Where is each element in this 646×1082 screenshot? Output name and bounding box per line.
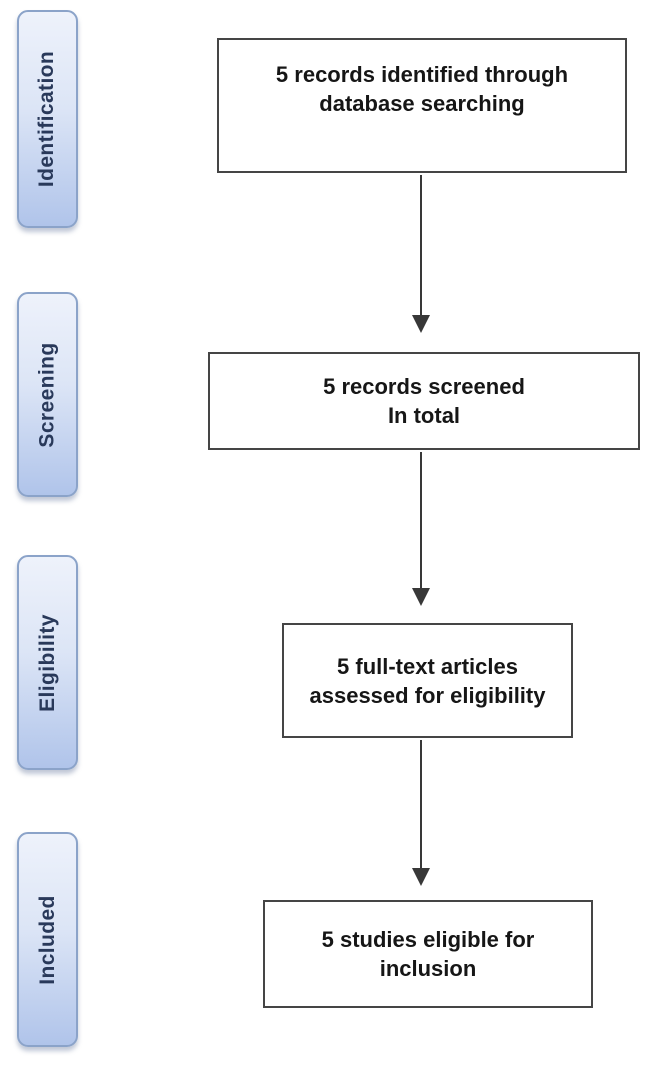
stage-identification: Identification bbox=[17, 10, 78, 228]
flow-arrow-2-head bbox=[412, 588, 430, 606]
box-fulltext-assessed-line1: 5 full-text articles bbox=[337, 653, 518, 679]
box-records-screened: 5 records screened In total bbox=[208, 352, 640, 450]
stage-identification-label: Identification bbox=[35, 50, 59, 188]
stage-eligibility-label: Eligibility bbox=[35, 613, 59, 712]
box-fulltext-assessed: 5 full-text articles assessed for eligib… bbox=[282, 623, 573, 738]
flow-arrow-3-line bbox=[420, 740, 422, 868]
box-records-screened-line1: 5 records screened bbox=[323, 374, 525, 399]
box-studies-included-line1: 5 studies eligible for bbox=[321, 927, 535, 952]
stage-eligibility: Eligibility bbox=[17, 555, 78, 770]
stage-screening: Screening bbox=[17, 292, 78, 497]
flow-arrow-2-line bbox=[420, 452, 422, 588]
box-records-screened-line2: In total bbox=[387, 403, 461, 428]
box-records-identified-line1: 5 records identified through bbox=[275, 62, 569, 87]
stage-screening-label: Screening bbox=[35, 341, 59, 448]
box-studies-included-line2: inclusion bbox=[379, 956, 477, 981]
flow-arrow-1-line bbox=[420, 175, 422, 315]
stage-included-label: Included bbox=[35, 894, 59, 985]
box-fulltext-assessed-line2: assessed for eligibility bbox=[309, 682, 546, 708]
stage-included: Included bbox=[17, 832, 78, 1047]
box-studies-included: 5 studies eligible for inclusion bbox=[263, 900, 593, 1008]
box-records-identified-line2: database searching bbox=[319, 91, 525, 116]
flow-arrow-1-head bbox=[412, 315, 430, 333]
flow-arrow-3-head bbox=[412, 868, 430, 886]
box-records-identified: 5 records identified through database se… bbox=[217, 38, 627, 173]
